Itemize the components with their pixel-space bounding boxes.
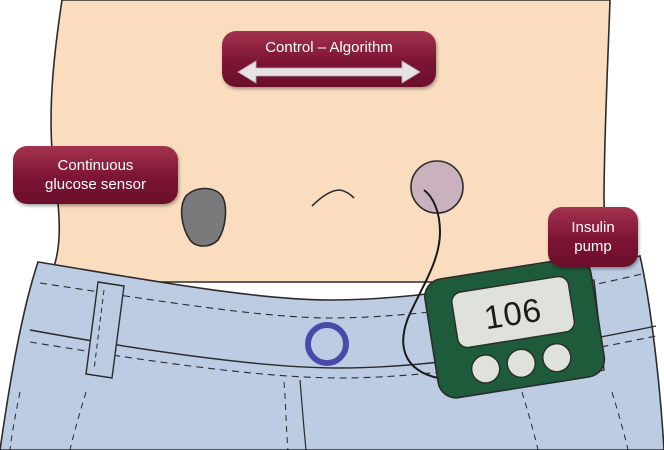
pump-label-line1: Insulin: [548, 218, 638, 237]
infusion-site-icon: [411, 161, 463, 213]
insulin-pump-label: Insulin pump: [548, 207, 638, 267]
glucose-sensor-icon: [182, 189, 226, 247]
cgm-label-line1: Continuous: [13, 156, 178, 175]
cgm-label: Continuous glucose sensor: [13, 146, 178, 204]
pump-label-line2: pump: [548, 237, 638, 256]
control-algorithm-label: Control – Algorithm: [222, 31, 436, 87]
cgm-label-line2: glucose sensor: [13, 175, 178, 194]
control-algorithm-text: Control – Algorithm: [222, 31, 436, 57]
double-headed-arrow-icon: [222, 57, 436, 87]
